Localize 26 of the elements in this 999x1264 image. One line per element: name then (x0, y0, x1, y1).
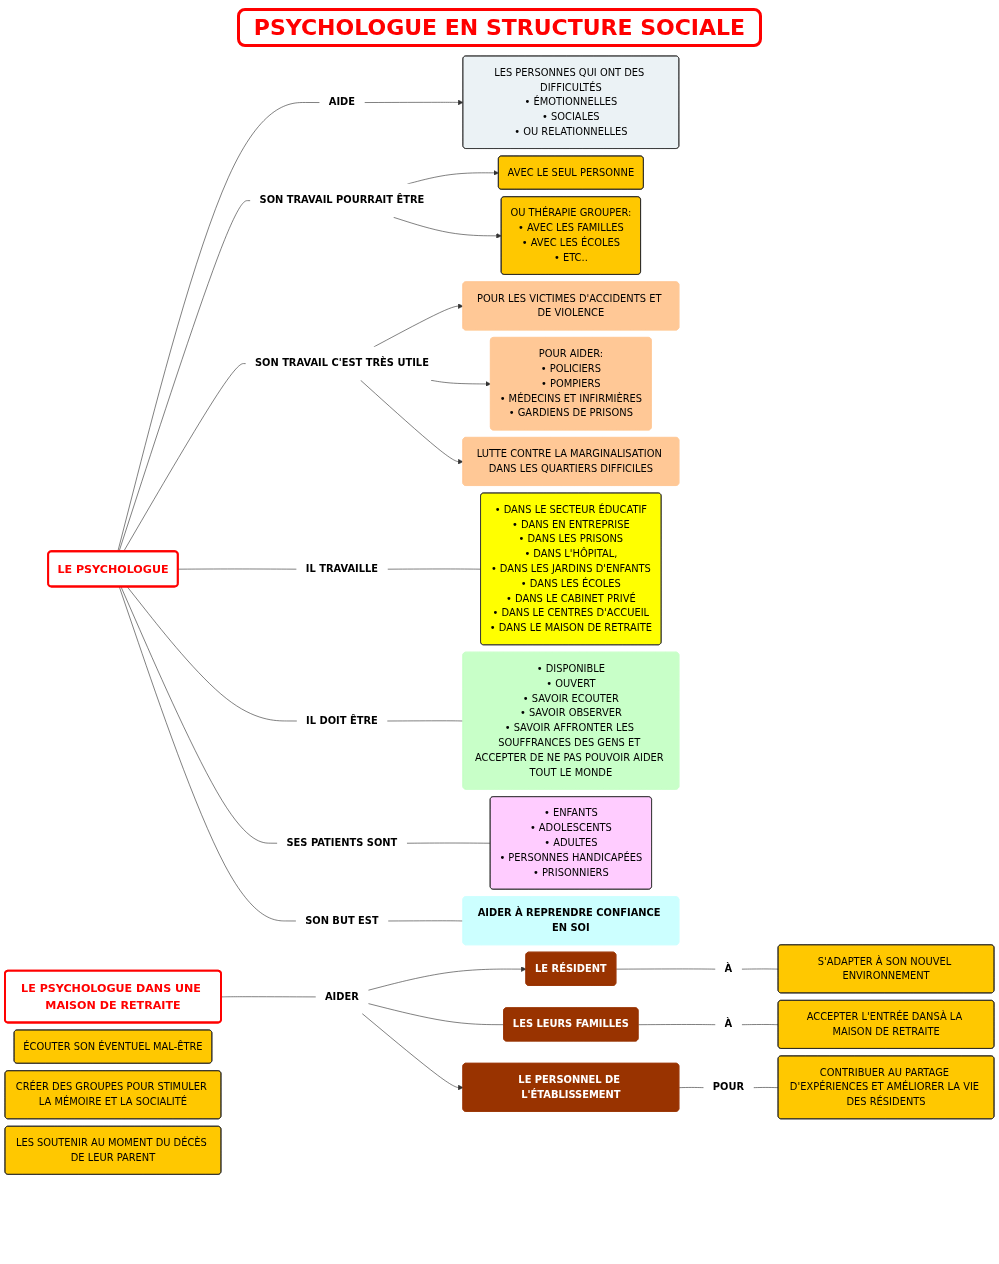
connector (117, 102, 321, 552)
node-text: AIDER (324, 990, 359, 1003)
node-text: SON TRAVAIL C'EST TRÈS UTILE (254, 357, 429, 369)
connector (753, 1087, 779, 1088)
connector (741, 968, 779, 970)
node-text: IL TRAVAILLE (305, 562, 379, 575)
node-text: IL DOIT ÊTRE (306, 714, 378, 727)
connector (387, 568, 482, 570)
diagram-title: PSYCHOLOGUE EN STRUCTURE SOCIALE (236, 8, 763, 47)
connector (678, 1087, 705, 1088)
connector (120, 586, 278, 844)
connector (123, 363, 247, 552)
connector (406, 842, 491, 844)
connector (119, 586, 297, 922)
connector (638, 1024, 716, 1025)
node-text: SES PATIENTS SONT (286, 836, 398, 849)
node-text: À (724, 1018, 733, 1030)
connector (741, 1024, 779, 1025)
node-text: À (724, 962, 733, 975)
connector (368, 1003, 505, 1025)
connector (126, 586, 298, 722)
node-text: SON TRAVAIL POURRAIT ÊTRE (259, 194, 425, 206)
node-text: AIDE (328, 96, 356, 108)
node-text: POUR (712, 1081, 745, 1093)
node-text: SON BUT EST (305, 914, 379, 927)
connector (118, 200, 251, 552)
